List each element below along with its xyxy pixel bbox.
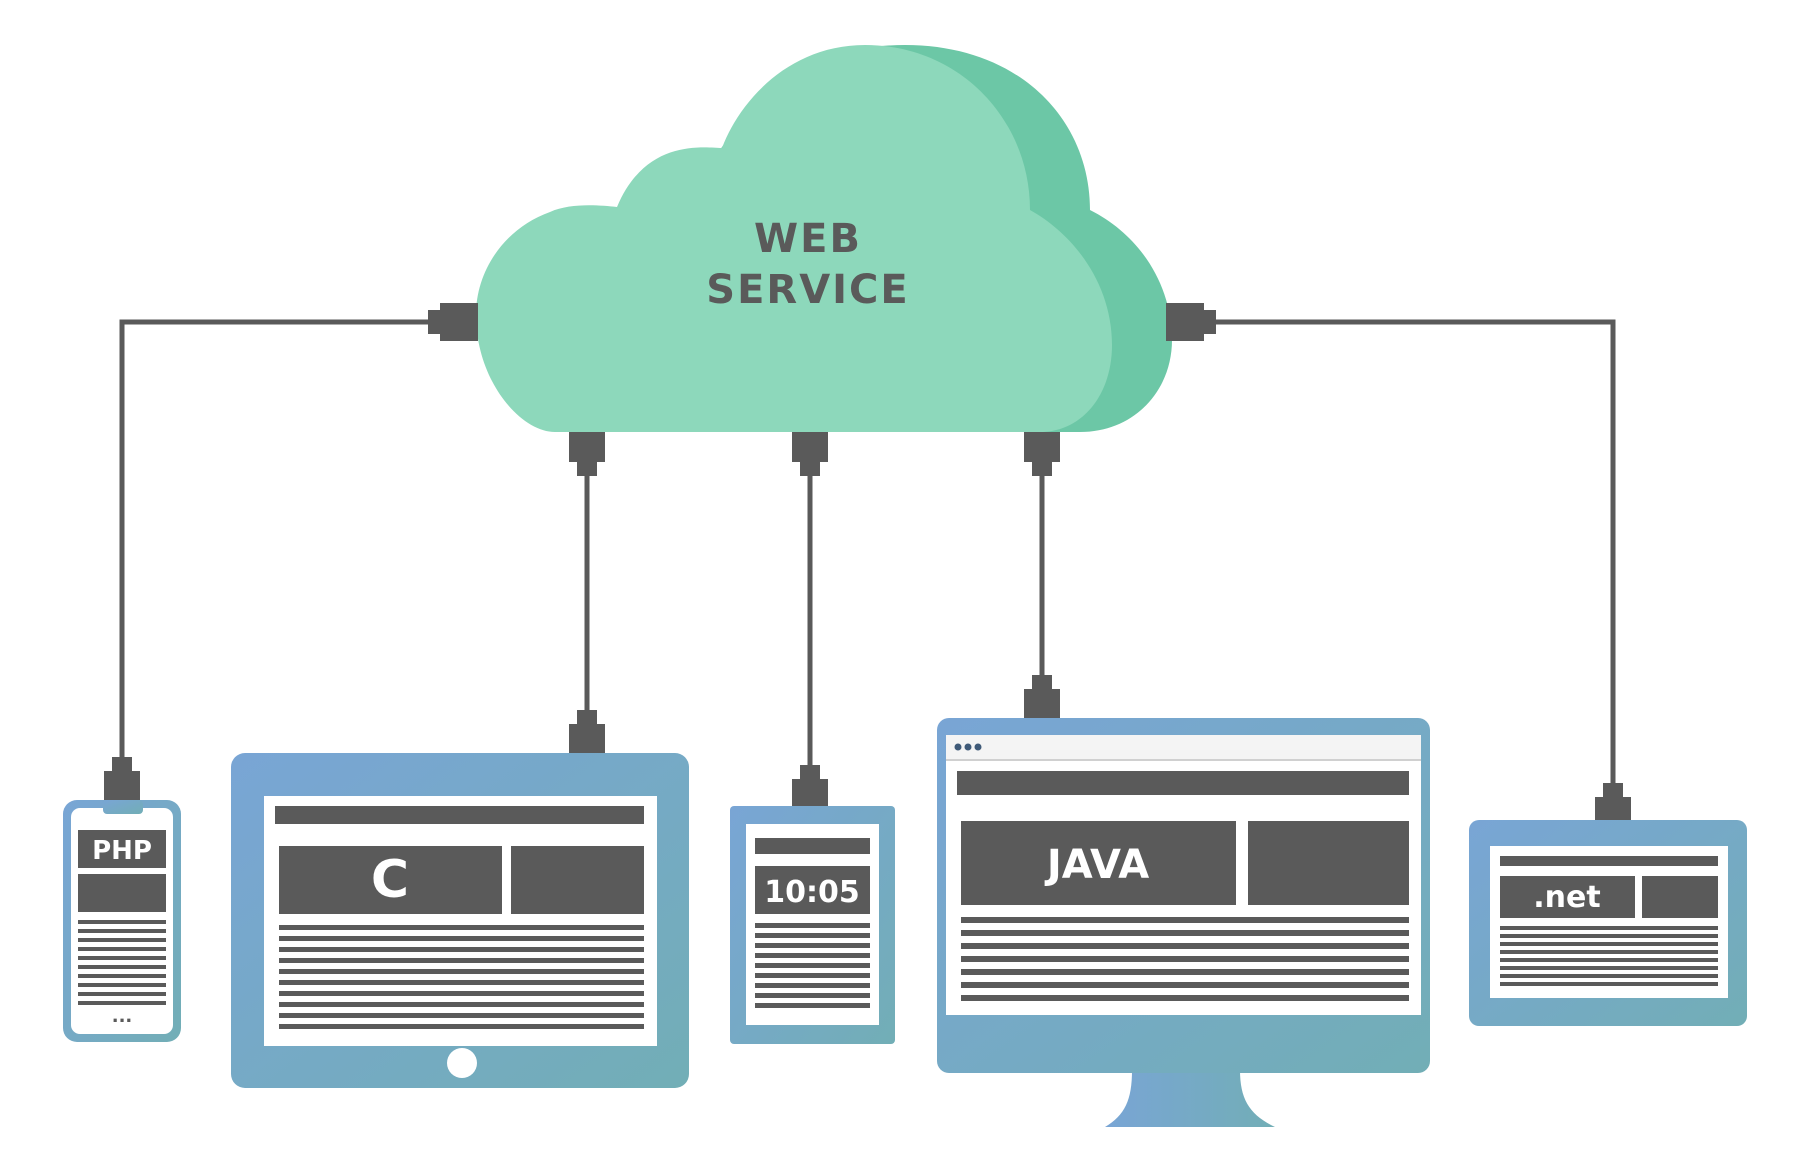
- tablet-text-lines: [279, 925, 644, 1029]
- connector-bottom-java: [1024, 432, 1060, 476]
- cloud: WEB SERVICE: [476, 45, 1172, 432]
- phone-label-block: [78, 830, 166, 868]
- watch-text-lines: [755, 923, 870, 1008]
- connector-phone: [104, 757, 140, 801]
- tablet-label-block: [279, 846, 502, 914]
- monitor-stand: [1105, 1070, 1275, 1127]
- connector-bottom-c: [569, 432, 605, 476]
- small-tablet-device: .net: [1469, 820, 1747, 1026]
- tablet-device: C: [231, 753, 689, 1088]
- connector-left: [428, 303, 478, 341]
- connector-bottom-watch: [792, 432, 828, 476]
- device-connectors: [104, 675, 1631, 827]
- tablet-home-button: [447, 1048, 477, 1078]
- tablet-label: C: [371, 850, 409, 910]
- phone-menu-dots: ...: [112, 1006, 133, 1027]
- window-dot-3: [974, 743, 982, 751]
- small-tablet-text-lines: [1500, 926, 1718, 986]
- connector-right: [1166, 303, 1216, 341]
- watch-device: 10:05: [730, 806, 895, 1044]
- small-tablet-label-block: [1500, 876, 1635, 918]
- cloud-connectors: [428, 303, 1216, 476]
- phone-device: PHP ...: [63, 800, 181, 1042]
- small-tablet-label: .net: [1533, 880, 1600, 915]
- cable-php: [119, 319, 430, 760]
- connector-tablet: [569, 710, 605, 754]
- connector-watch: [792, 765, 828, 809]
- window-dot-2: [964, 743, 972, 751]
- monitor-label: JAVA: [1044, 842, 1149, 888]
- cloud-title-line1: WEB: [754, 216, 862, 262]
- phone-text-lines: [78, 920, 166, 1005]
- watch-label-block: [755, 866, 870, 914]
- connector-monitor: [1024, 675, 1060, 719]
- monitor-text-lines: [961, 917, 1409, 1001]
- watch-time: 10:05: [764, 875, 860, 910]
- phone-label: PHP: [92, 836, 152, 866]
- cable-net: [1210, 319, 1616, 785]
- cables: [119, 319, 1616, 785]
- window-dot-1: [954, 743, 962, 751]
- cloud-title-line2: SERVICE: [706, 267, 909, 313]
- cloud-front-shape: [476, 45, 1112, 432]
- monitor-device: JAVA: [937, 718, 1430, 1127]
- monitor-label-block: [961, 821, 1236, 905]
